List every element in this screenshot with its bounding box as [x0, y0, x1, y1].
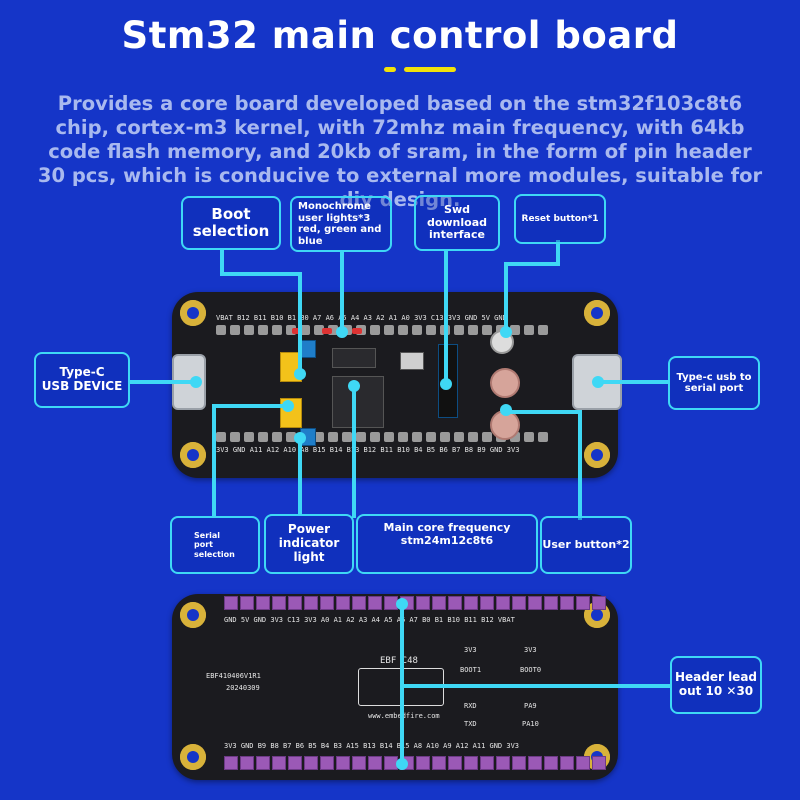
- connector-dot: [440, 378, 452, 390]
- board-front: VBAT B12 B11 B10 B1 B0 A7 A6 A5 A4 A3 A2…: [172, 292, 622, 478]
- connector-line: [506, 410, 582, 414]
- callout-user-button: User button*2: [540, 516, 632, 574]
- connector-line: [504, 262, 508, 330]
- back-label-1: 3V3: [464, 646, 477, 654]
- connector-dot: [500, 404, 512, 416]
- connector-line: [220, 272, 300, 276]
- connector-line: [212, 404, 288, 408]
- back-label-7: PA9: [524, 702, 537, 710]
- back-label-2: BOOT1: [460, 666, 482, 674]
- mount-hole: [584, 300, 610, 326]
- connector-line: [556, 240, 560, 264]
- connector-line: [130, 380, 196, 384]
- back-label-5: 3V3: [524, 646, 537, 654]
- user-led-green: [322, 328, 332, 334]
- connector-line: [352, 390, 356, 518]
- back-date: 20240309: [226, 684, 260, 692]
- header-top: [224, 596, 606, 610]
- connector-line: [298, 272, 302, 372]
- callout-typec-device: Type-C USB DEVICE: [34, 352, 130, 408]
- page-description: Provides a core board developed based on…: [37, 92, 763, 211]
- back-model: EBF410406V1R1: [206, 672, 261, 680]
- connector-line: [444, 250, 448, 382]
- callout-header-lead: Header lead out 10 ✕30: [670, 656, 762, 714]
- callout-power-indicator: Power indicator light: [264, 514, 354, 574]
- crystal: [400, 352, 424, 370]
- callout-user-lights: Monochrome user lights*3 red, green and …: [290, 196, 392, 252]
- connector-line: [220, 248, 224, 274]
- callout-serial-selection: Serial port selection: [170, 516, 260, 574]
- user-button-1: [490, 368, 520, 398]
- page-title: Stm32 main control board: [121, 14, 679, 57]
- title-underline-dot: [384, 67, 396, 72]
- user-led-blue: [352, 328, 362, 334]
- mount-hole: [584, 442, 610, 468]
- connector-dot: [294, 432, 306, 444]
- silkscreen-bottom: 3V3 GND A11 A12 A10 A8 B15 B14 B13 B12 B…: [216, 446, 520, 454]
- back-label-3: RXD: [464, 702, 477, 710]
- connector-dot: [348, 380, 360, 392]
- connector-dot: [294, 368, 306, 380]
- connector-line: [340, 250, 344, 330]
- silkscreen-back-top: GND 5V GND 3V3 C13 3V3 A0 A1 A2 A3 A4 A5…: [224, 616, 515, 624]
- mount-hole: [180, 744, 206, 770]
- back-label-4: TXD: [464, 720, 477, 728]
- title-underline: [404, 67, 456, 72]
- connector-line: [578, 410, 582, 520]
- connector-dot: [592, 376, 604, 388]
- callout-swd-interface: Swd download interface: [414, 195, 500, 251]
- user-led-red: [292, 328, 302, 334]
- mount-hole: [180, 442, 206, 468]
- callout-boot-selection: Boot selection: [181, 196, 281, 250]
- callout-reset-button: Reset button*1: [514, 194, 606, 244]
- ldo-chip: [332, 348, 376, 368]
- boot-header: [300, 340, 316, 358]
- back-logo: EBF C48: [380, 656, 418, 666]
- connector-dot: [396, 598, 408, 610]
- mount-hole: [180, 602, 206, 628]
- header-bottom: [224, 756, 606, 770]
- connector-dot: [336, 326, 348, 338]
- connector-dot: [282, 400, 294, 412]
- connector-line: [600, 380, 670, 384]
- connector-line: [400, 684, 672, 688]
- connector-dot: [396, 758, 408, 770]
- connector-dot: [190, 376, 202, 388]
- connector-line: [212, 404, 216, 518]
- silkscreen-back-bottom: 3V3 GND B9 B8 B7 B6 B5 B4 B3 A15 B13 B14…: [224, 742, 520, 750]
- mount-hole: [180, 300, 206, 326]
- connector-line: [504, 262, 560, 266]
- connector-dot: [500, 326, 512, 338]
- callout-typec-serial: Type-c usb to serial port: [668, 356, 760, 410]
- silkscreen-top: VBAT B12 B11 B10 B1 B0 A7 A6 A5 A4 A3 A2…: [216, 314, 507, 322]
- back-label-6: BOOT0: [520, 666, 542, 674]
- connector-line: [298, 440, 302, 516]
- callout-core-frequency: Main core frequency stm24m12c8t6: [356, 514, 538, 574]
- back-label-8: PA10: [522, 720, 539, 728]
